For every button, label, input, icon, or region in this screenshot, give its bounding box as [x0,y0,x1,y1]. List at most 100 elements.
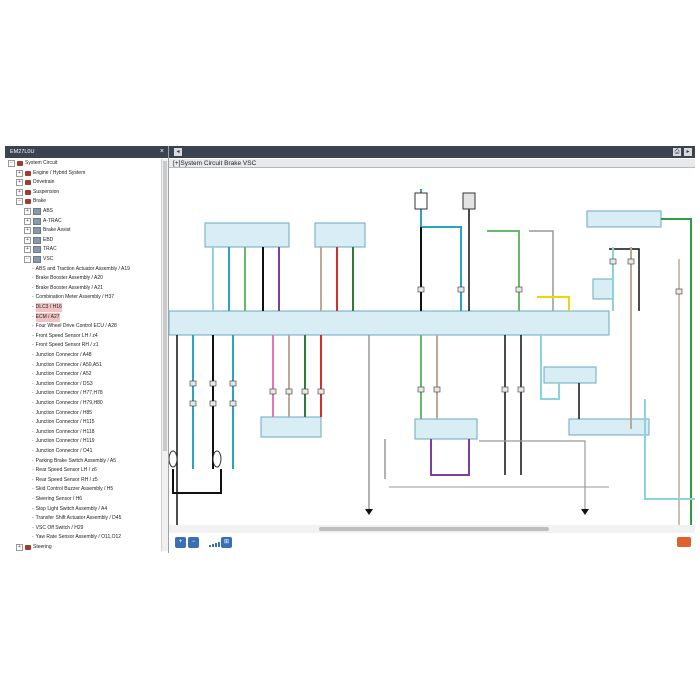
tree-item[interactable]: -Brake Booster Assembly / A20 [32,274,103,283]
expand-toggle-icon[interactable]: + [24,227,31,235]
expand-toggle-icon[interactable]: + [16,179,23,187]
tree-item[interactable]: -ABS and Traction Actuator Assembly / A1… [32,265,130,274]
tree-item[interactable]: −VSC [24,255,53,264]
tree-item[interactable]: -Transfer Shift Actuator Assembly / D45 [32,514,121,523]
expand-toggle-icon[interactable]: − [8,160,15,167]
tree-item[interactable]: -Rear Speed Sensor RH / z5 [32,476,98,485]
tree-item-label: Steering Sensor / H6 [35,496,83,502]
tree-item[interactable]: -Brake Booster Assembly / A21 [32,284,103,293]
tree-item[interactable]: -Junction Connector / A52 [32,370,92,379]
page-title: [+]System Circuit Brake VSC [169,159,695,168]
book-icon [25,545,31,550]
tree-item[interactable]: -Rear Speed Sensor LH / z6 [32,466,97,475]
tree-item-label: A-TRAC [43,217,62,224]
tree-item[interactable]: +EBD [24,236,53,245]
expand-toggle-icon[interactable]: + [24,246,31,254]
bullet-icon: - [32,476,34,483]
wiring-diagram[interactable] [169,169,695,525]
tree-item[interactable]: -Skid Control Buzzer Assembly / H5 [32,485,113,494]
close-icon[interactable]: × [159,148,164,155]
tree-item[interactable]: +Brake Assist [24,226,71,235]
zoom-out-button[interactable]: − [188,537,199,548]
print-icon[interactable]: ⎙ [673,148,681,156]
tree-item-label: Brake Booster Assembly / A21 [35,284,103,291]
junction-box-2 [543,366,597,384]
expand-toggle-icon[interactable]: + [16,169,23,177]
tree-item[interactable]: +TRAC [24,245,57,254]
tree-item[interactable]: +Suspension [16,188,59,197]
scrollbar-thumb[interactable] [319,527,549,531]
expand-toggle-icon[interactable]: + [16,188,23,196]
tree-scrollbar[interactable] [161,159,168,551]
ground-icon [581,509,589,515]
fit-page-button[interactable]: ⊞ [221,537,232,548]
tree-item[interactable]: − Brake [16,197,46,206]
tree-item[interactable]: -Four Wheel Drive Control ECU / A28 [32,322,117,331]
tree-item-label: ABS [43,208,54,214]
tree-item[interactable]: −System Circuit [8,159,57,168]
bullet-icon: - [32,352,34,358]
tree-item[interactable]: + ABS [24,207,53,216]
tree-item[interactable]: -Junction Connector / A48 [32,351,92,360]
export-button[interactable] [677,537,691,547]
bullet-icon: - [32,342,34,349]
scrollbar-thumb[interactable] [163,161,167,451]
expand-toggle-icon[interactable]: − [24,256,31,263]
tree-item[interactable]: -Combination Meter Assembly / H37 [32,293,114,302]
bullet-icon: - [32,323,34,330]
panel-header: EM27L0U × [5,146,168,158]
ground-icon [365,509,373,515]
tree-item[interactable]: -Junction Connector / DS3 [32,380,93,389]
bullet-icon: - [32,467,34,474]
tree-item-label: Junction Connector / O41 [35,448,93,454]
tree-item[interactable]: -Junction Connector / H118 [32,428,95,437]
tree-item-label: Parking Brake Switch Assembly / A5 [35,457,116,464]
tree-item-label: Junction Connector / H77,H78 [35,390,103,397]
tree-item[interactable]: -ECM / A27 [32,312,60,322]
bullet-icon: - [32,361,34,368]
expand-toggle-icon[interactable]: + [24,217,31,225]
tree-item[interactable]: -Junction Connector / H85 [32,409,92,418]
tree-item[interactable]: -Junction Connector / H77,H78 [32,389,103,398]
tree-item-label: Junction Connector / H119 [35,438,95,445]
tree-item[interactable]: -VSC Off Switch / H29 [32,524,83,533]
tree-item-label: Junction Connector / H115 [35,419,95,426]
folder-icon [33,236,41,244]
app-window: EM27L0U × −System Circuit+Engine / Hybri… [5,146,695,553]
tree-item[interactable]: + A-TRAC [24,217,62,226]
tree-item-label: Brake [33,198,47,205]
tree-item[interactable]: -Steering Sensor / H6 [32,495,82,504]
bullet-icon: - [32,486,34,493]
tree-item[interactable]: -DLC3 / H16 [32,303,62,312]
tree-item-label: Junction Connector / A48 [35,352,92,358]
tree-item-label: Junction Connector / H85 [35,409,93,416]
tree-item-label: Junction Connector / H118 [35,428,95,435]
tree-item[interactable]: -Yaw Rate Sensor Assembly / O11,O12 [32,533,121,542]
tree-item-label: Drivetrain [33,179,55,186]
tree-item[interactable]: -Front Speed Sensor RH / z1 [32,341,98,350]
expand-toggle-icon[interactable]: + [24,208,31,215]
tree-item[interactable]: -Junction Connector / H119 [32,437,95,446]
tree-item-label: VSC Off Switch / H29 [35,524,84,531]
zoom-in-button[interactable]: + [175,537,186,548]
tree-item[interactable]: + Drivetrain [16,178,54,187]
bullet-icon: - [32,496,34,502]
expand-toggle-icon[interactable]: + [24,236,31,244]
expand-toggle-icon[interactable]: − [16,198,23,206]
bullet-icon: - [32,448,34,454]
bullet-icon: - [32,428,34,435]
tree-item[interactable]: +Steering [16,543,52,551]
tree-item[interactable]: +Engine / Hybrid System [16,169,85,178]
tree-item[interactable]: -Junction Connector / A50,A51 [32,361,102,370]
tree-item[interactable]: -Junction Connector / H79,H80 [32,399,103,408]
tree-item[interactable]: -Parking Brake Switch Assembly / A5 [32,457,116,466]
back-icon[interactable]: ◂ [174,148,182,156]
expand-toggle-icon[interactable]: + [16,544,23,551]
tree-item[interactable]: -Front Speed Sensor LH / z4 [32,332,98,341]
tree-item[interactable]: -Junction Connector / O41 [32,447,92,456]
tree-item[interactable]: -Stop Light Switch Assembly / A4 [32,505,107,514]
bullet-icon: - [32,457,34,464]
next-page-icon[interactable]: ▸ [684,148,692,156]
horizontal-scrollbar[interactable] [169,525,695,533]
tree-item[interactable]: -Junction Connector / H115 [32,418,95,427]
